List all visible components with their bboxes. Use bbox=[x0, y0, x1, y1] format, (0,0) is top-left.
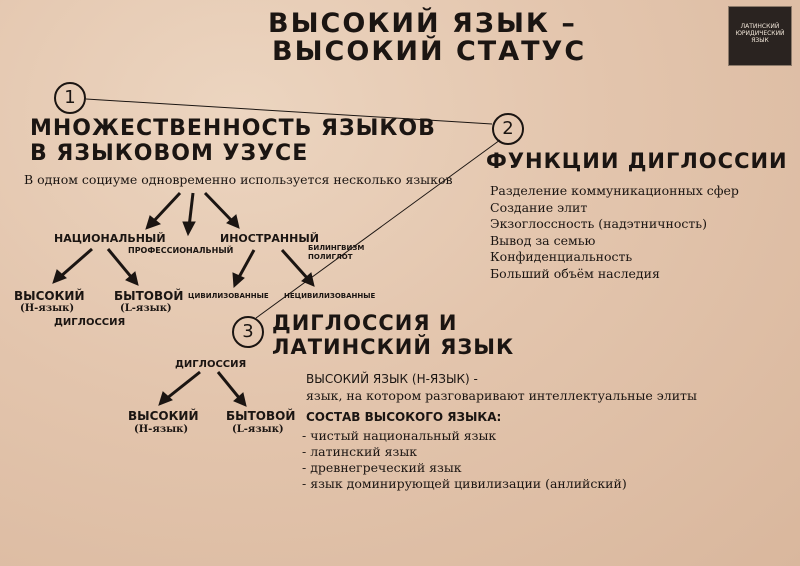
composition-list: - чистый национальный язык - латинский я… bbox=[302, 428, 627, 492]
arrow-to-professional bbox=[187, 192, 195, 228]
arrow-head-uncivilized bbox=[301, 272, 315, 287]
arrow-head-high bbox=[52, 269, 67, 284]
function-item: Экзоглоссность (надэтничность) bbox=[490, 216, 707, 231]
logo: ЛАТИНСКИЙ ЮРИДИЧЕСКИЙ ЯЗЫК bbox=[728, 6, 792, 66]
section-1-number: 1 bbox=[54, 82, 86, 114]
connector-1-2 bbox=[85, 98, 493, 125]
composition-item: - древнегреческий язык bbox=[302, 460, 462, 475]
arrow3-head-low bbox=[233, 392, 247, 407]
section-3-heading-line2: ЛАТИНСКИЙ ЯЗЫК bbox=[272, 335, 515, 359]
node-high-sub: (Н-язык) bbox=[20, 303, 75, 314]
composition-item: - чистый национальный язык bbox=[302, 428, 497, 443]
node3-low: БЫТОВОЙ bbox=[226, 409, 296, 423]
section-2-list: Разделение коммуникационных сфер Создани… bbox=[490, 183, 739, 282]
section-1-heading-line1: МНОЖЕСТВЕННОСТЬ ЯЗЫКОВ bbox=[30, 116, 436, 141]
node3-high: ВЫСОКИЙ bbox=[128, 409, 199, 423]
section-1-heading-line2: В ЯЗЫКОВОМ УЗУСЕ bbox=[30, 141, 309, 166]
node-national: НАЦИОНАЛЬНЫЙ bbox=[54, 232, 166, 245]
section-1-intro: В одном социуме одновременно используетс… bbox=[24, 172, 453, 187]
node-high: ВЫСОКИЙ bbox=[14, 289, 85, 303]
arrow3-to-high bbox=[165, 370, 201, 401]
arrow-to-uncivilized bbox=[280, 248, 310, 281]
high-language-desc: язык, на котором разговаривают интеллект… bbox=[306, 388, 697, 403]
high-language-title: ВЫСОКИЙ ЯЗЫК (Н-ЯЗЫК) - bbox=[306, 372, 478, 386]
logo-line3: ЯЗЫК bbox=[751, 37, 769, 44]
arrow-head-professional bbox=[182, 221, 196, 237]
node3-high-sub: (Н-язык) bbox=[134, 424, 189, 435]
node3-diglossia: ДИГЛОССИЯ bbox=[175, 359, 247, 370]
composition-item: - латинский язык bbox=[302, 444, 418, 459]
node-diglossia: ДИГЛОССИЯ bbox=[54, 317, 126, 328]
function-item: Создание элит bbox=[490, 199, 588, 215]
function-item: Вывод за семью bbox=[490, 232, 596, 248]
node-uncivilized: НЕЦИВИЛИЗОВАННЫЕ bbox=[284, 292, 376, 300]
function-item: Разделение коммуникационных сфер bbox=[490, 183, 739, 198]
arrow-head-civilized bbox=[232, 272, 245, 289]
arrow-to-high bbox=[59, 247, 93, 279]
arrow-head-national bbox=[145, 215, 162, 230]
section-2-number: 2 bbox=[492, 113, 524, 145]
composition-item: - язык доминирующей цивилизации (анлийск… bbox=[302, 476, 627, 491]
node-bilingual-line2: ПОЛИГЛОТ bbox=[308, 253, 353, 261]
node-low: БЫТОВОЙ bbox=[114, 289, 184, 303]
function-item: Конфиденциальность bbox=[490, 249, 633, 264]
arrow-head-foreign bbox=[226, 214, 240, 229]
function-item: Больший объём наследия bbox=[490, 265, 660, 281]
node-bilingual-line1: БИЛИНГВИЗМ bbox=[308, 244, 365, 252]
section-3-number: 3 bbox=[232, 316, 264, 348]
connector-2-3 bbox=[255, 139, 501, 319]
arrow-to-national bbox=[150, 191, 182, 225]
page-title-line2: ВЫСОКИЙ СТАТУС bbox=[272, 36, 587, 67]
arrow-to-foreign bbox=[203, 191, 235, 224]
node-foreign: ИНОСТРАННЫЙ bbox=[220, 232, 319, 245]
arrow3-head-high bbox=[158, 391, 173, 406]
page-title-line1: ВЫСОКИЙ ЯЗЫК – bbox=[268, 8, 577, 39]
node-civilized: ЦИВИЛИЗОВАННЫЕ bbox=[188, 292, 269, 300]
arrow3-to-low bbox=[216, 371, 242, 400]
logo-line1: ЛАТИНСКИЙ bbox=[740, 23, 780, 30]
node3-low-sub: (L-язык) bbox=[232, 424, 284, 435]
node-low-sub: (L-язык) bbox=[120, 303, 172, 314]
composition-title: СОСТАВ ВЫСОКОГО ЯЗЫКА: bbox=[306, 410, 502, 424]
arrow-to-civilized bbox=[236, 249, 256, 280]
arrow-to-low bbox=[106, 248, 134, 279]
section-3-heading-line1: ДИГЛОССИЯ И bbox=[272, 311, 458, 335]
logo-line2: ЮРИДИЧЕСКИЙ bbox=[735, 30, 785, 37]
arrow-head-low bbox=[125, 271, 139, 286]
node-professional: ПРОФЕССИОНАЛЬНЫЙ bbox=[128, 246, 234, 255]
section-2-heading: ФУНКЦИИ ДИГЛОССИИ bbox=[486, 149, 788, 173]
